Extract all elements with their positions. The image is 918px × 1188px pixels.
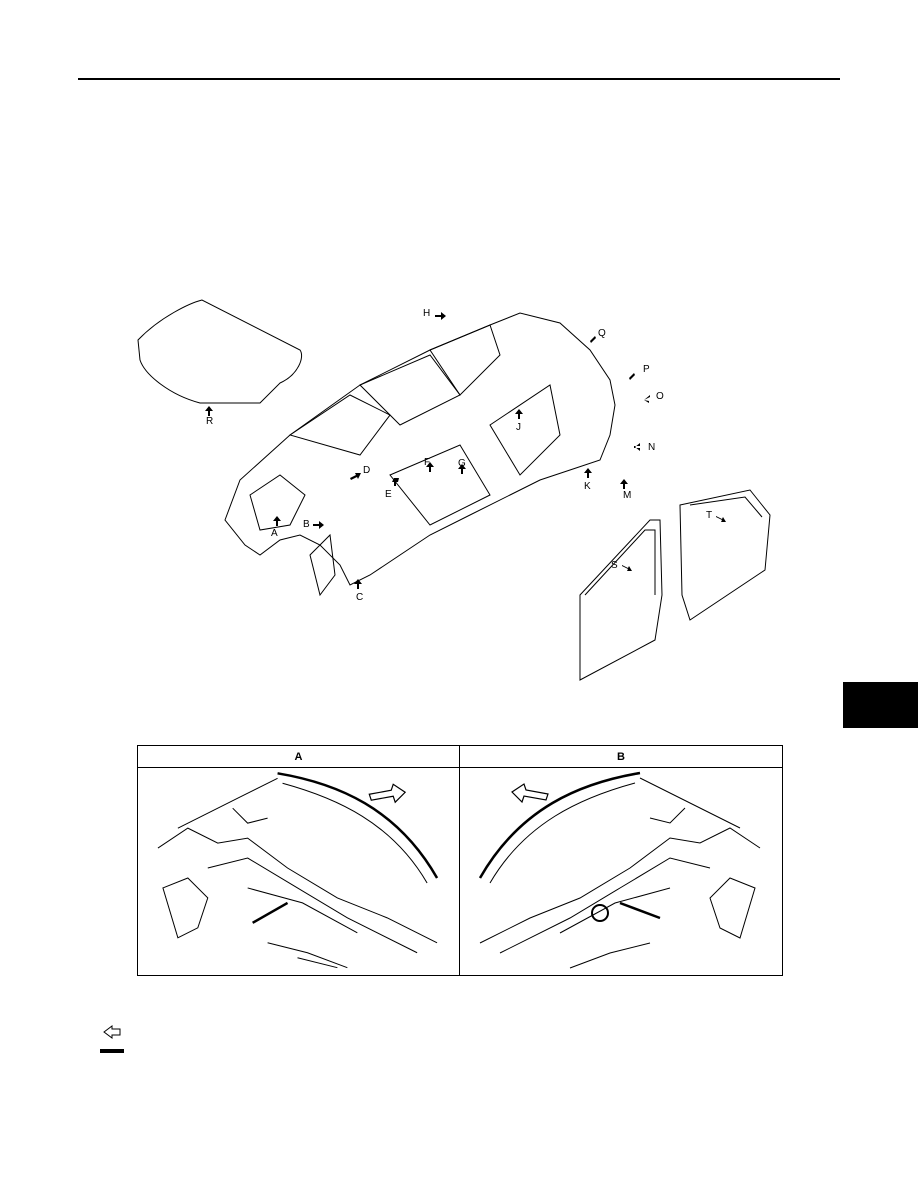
- arrow-O-icon: [644, 395, 650, 403]
- arrow-M-icon: [620, 479, 628, 489]
- callout-A: A: [271, 528, 278, 539]
- detail-b-direction-arrow-icon: [511, 783, 549, 804]
- callout-O: O: [656, 391, 664, 402]
- arrow-P-icon: [629, 373, 635, 380]
- outline-left-arrow-icon: [103, 1025, 121, 1039]
- detail-a-illustration: [138, 768, 460, 975]
- callout-R: R: [206, 416, 213, 427]
- callout-K: K: [584, 481, 591, 492]
- arrow-T-icon: [716, 516, 726, 522]
- callout-F: F: [424, 457, 430, 468]
- arrow-S-icon: [622, 565, 632, 571]
- body-exploded-view: R A B C D E F G H J K M N O P Q S T: [137, 299, 771, 681]
- callout-N: N: [648, 442, 655, 453]
- arrow-B-icon: [313, 521, 324, 529]
- callout-M: M: [623, 490, 631, 501]
- callout-G: G: [458, 458, 466, 469]
- callout-B: B: [303, 519, 310, 530]
- arrow-C-icon: [354, 579, 362, 589]
- detail-header-a: A: [138, 746, 460, 768]
- front-door-outline: [579, 519, 663, 681]
- callout-S: S: [611, 560, 618, 571]
- detail-header-b: B: [460, 746, 782, 768]
- callout-D: D: [363, 465, 370, 476]
- callout-C: C: [356, 592, 363, 603]
- legend: [100, 1025, 124, 1053]
- arrow-N-icon: [634, 443, 640, 451]
- detail-b-illustration: [460, 768, 782, 975]
- callout-Q: Q: [598, 328, 606, 339]
- arrow-K-icon: [584, 468, 592, 478]
- detail-table: A B: [137, 745, 783, 976]
- rear-door-outline: [679, 489, 771, 621]
- arrow-F-icon: [426, 462, 434, 472]
- callout-P: P: [643, 364, 650, 375]
- callout-T: T: [706, 510, 712, 521]
- arrow-A-icon: [273, 516, 281, 526]
- body-shell-outline: [224, 312, 616, 586]
- arrow-E-icon: [392, 478, 399, 486]
- arrow-H-icon: [435, 312, 446, 320]
- arrow-G-icon: [458, 464, 466, 474]
- arrow-Q-icon: [590, 336, 596, 343]
- callout-E: E: [385, 489, 392, 500]
- detail-a-direction-arrow-icon: [368, 783, 407, 804]
- arrow-J-icon: [515, 409, 523, 419]
- arrow-D-icon: [350, 473, 361, 480]
- header-rule: [78, 78, 840, 80]
- thick-bar-icon: [100, 1049, 124, 1053]
- callout-J: J: [516, 422, 521, 433]
- arrow-R-icon: [205, 406, 213, 416]
- hood-outline: [137, 299, 303, 404]
- section-tab: [843, 682, 918, 728]
- callout-H: H: [423, 308, 430, 319]
